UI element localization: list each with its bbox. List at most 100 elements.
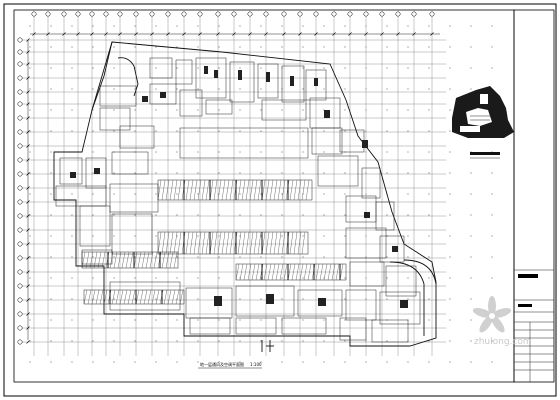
hatch-line (289, 179, 294, 201)
grid-dot (470, 193, 472, 195)
hatch-line (179, 289, 184, 305)
hatch-line (261, 231, 266, 255)
grid-dot (386, 109, 388, 111)
hatch-line (253, 179, 258, 201)
grid-dot (323, 46, 325, 48)
grid-dot (407, 172, 409, 174)
hatch-line (265, 179, 270, 201)
grid-dot (344, 88, 346, 90)
grid-dot (407, 25, 409, 27)
axis-bubble-left (17, 143, 23, 149)
grid-dot (29, 193, 31, 195)
room (261, 99, 307, 121)
grid-dot (197, 235, 199, 237)
grid-dot (260, 67, 262, 69)
hatch-line (81, 251, 86, 269)
hatch-line (293, 231, 298, 255)
grid-dot (323, 340, 325, 342)
sheet-frame (3, 3, 557, 397)
dimension-tick (90, 32, 94, 36)
equipment-block (142, 96, 148, 102)
grid-dot (407, 193, 409, 195)
grid-dot (134, 46, 136, 48)
grid-dot (386, 214, 388, 216)
room (317, 155, 359, 187)
room (345, 195, 377, 223)
grid-dot (260, 193, 262, 195)
room (345, 227, 387, 259)
dimension-tick (26, 326, 30, 330)
grid-dot (470, 235, 472, 237)
grid-dot (281, 340, 283, 342)
grid-dot (71, 109, 73, 111)
grid-dot (50, 277, 52, 279)
grid-dot (218, 256, 220, 258)
hatch-line (235, 263, 240, 281)
room (281, 65, 305, 103)
axis-bubble-top (117, 11, 123, 17)
axis-bubble-top (215, 11, 221, 17)
grid-dot (428, 88, 430, 90)
grid-dot (197, 361, 199, 363)
grid-dot (281, 109, 283, 111)
grid-dot (71, 88, 73, 90)
grid-dot (197, 340, 199, 342)
grid-dot (407, 151, 409, 153)
grid-dot (239, 319, 241, 321)
dimension-tick (76, 32, 80, 36)
dimension-tick (264, 32, 268, 36)
room (195, 57, 227, 99)
grid-dot (113, 340, 115, 342)
grid-dot (134, 193, 136, 195)
grid-dot (386, 340, 388, 342)
hatch-line (147, 289, 152, 305)
grid-dot (29, 256, 31, 258)
grid-dot (218, 25, 220, 27)
grid-dot (71, 256, 73, 258)
grid-dot (155, 361, 157, 363)
grid-dot (50, 172, 52, 174)
grid-dot (239, 172, 241, 174)
grid-dot (449, 193, 451, 195)
dimension-tick (364, 32, 368, 36)
grid-dot (29, 130, 31, 132)
hatch-line (307, 263, 312, 281)
axis-bubble-top (45, 11, 51, 17)
room (385, 265, 417, 297)
grid-dot (197, 277, 199, 279)
grid-dot (281, 298, 283, 300)
grid-dot (239, 298, 241, 300)
hatch-line (185, 231, 190, 255)
hatch-line (173, 179, 178, 201)
hatch-line (319, 263, 324, 281)
grid-dot (155, 214, 157, 216)
grid-dot (155, 151, 157, 153)
grid-dot (239, 88, 241, 90)
grid-dot (386, 151, 388, 153)
grid-dot (50, 340, 52, 342)
grid-dot (50, 25, 52, 27)
grid-dot (29, 88, 31, 90)
building-outline (53, 41, 437, 347)
equipment-block (70, 172, 76, 178)
dimension-tick (26, 242, 30, 246)
grid-dot (449, 25, 451, 27)
grid-dot (239, 256, 241, 258)
grid-dot (176, 88, 178, 90)
axis-grid-lines (20, 14, 446, 356)
room (297, 289, 343, 317)
hatch-line (269, 231, 274, 255)
hatch-line (241, 231, 246, 255)
grid-dot (113, 46, 115, 48)
axis-bubble-left (17, 241, 23, 247)
axis-bubble-top (31, 11, 37, 17)
grid-dot (71, 25, 73, 27)
grid-dot (449, 151, 451, 153)
grid-dot (281, 151, 283, 153)
grid-dot (470, 340, 472, 342)
grid-dot (449, 319, 451, 321)
hatch-line (83, 289, 88, 305)
grid-dot (449, 277, 451, 279)
hatch-line (277, 179, 282, 201)
grid-dot (302, 109, 304, 111)
